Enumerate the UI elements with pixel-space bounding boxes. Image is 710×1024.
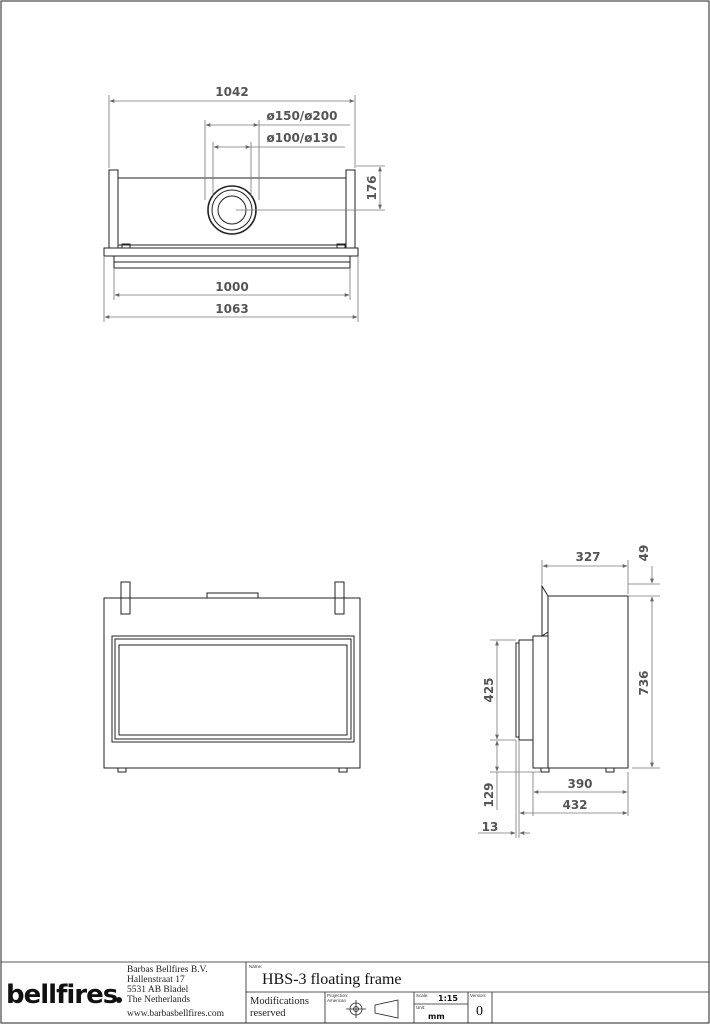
dim-176: 176: [365, 175, 379, 200]
projection-label: Projection:: [327, 993, 348, 998]
name-label: Name:: [249, 964, 262, 969]
dim-1063: 1063: [215, 302, 248, 316]
company-line-5: www.barbasbellfires.com: [127, 1008, 225, 1019]
title-block-text: bellfires Barbas Bellfires B.V. Hallenst…: [6, 964, 486, 1021]
scale-label: Scale:: [416, 993, 429, 998]
modifications-line-1: Modifications: [250, 996, 309, 1007]
front-glass: [118, 644, 348, 736]
dim-1000: 1000: [215, 280, 248, 294]
logo-dot: [116, 997, 122, 1003]
dim-flue-inner: ø100/ø130: [267, 131, 338, 145]
product-name: HBS-3 floating frame: [262, 971, 402, 988]
scale-value: 1:15: [438, 994, 458, 1003]
side-glass-frame: [518, 639, 534, 741]
side-view-dimensions: [478, 560, 660, 838]
version-label: Version:: [470, 993, 486, 998]
version-value: 0: [476, 1004, 483, 1019]
top-view-front-frame: [103, 247, 359, 257]
top-view-right-bracket: [345, 169, 356, 249]
company-line-4: The Netherlands: [127, 995, 190, 1005]
front-frame-outer: [111, 635, 355, 743]
dim-390: 390: [567, 777, 592, 791]
company-line-2: Hallenstraat 17: [127, 975, 185, 985]
side-view: [515, 584, 629, 773]
dim-129: 129: [482, 782, 496, 807]
dim-13: 13: [482, 820, 499, 834]
dim-736: 736: [637, 670, 651, 695]
front-view: [103, 581, 361, 773]
unit-label: Unit:: [416, 1005, 425, 1010]
modifications-line-2: reserved: [250, 1008, 286, 1019]
dim-432: 432: [562, 798, 587, 812]
dim-flue-outer: ø150/ø200: [267, 109, 338, 123]
company-line-1: Barbas Bellfires B.V.: [127, 964, 208, 975]
side-view-dimension-labels: 327 49 736 425 129 13 390 432: [482, 545, 651, 834]
title-block: [1, 961, 709, 1023]
top-view-dimensions: [103, 95, 385, 322]
unit-value: mm: [428, 1012, 445, 1021]
dim-49: 49: [637, 545, 651, 562]
bellfires-logo: bellfires: [6, 980, 118, 1010]
dim-425: 425: [482, 677, 496, 702]
dim-1042: 1042: [215, 85, 248, 99]
dim-327: 327: [575, 550, 600, 564]
company-line-3: 5531 AB Bladel: [127, 985, 189, 995]
top-view: [103, 169, 359, 269]
projection-type: American: [327, 998, 347, 1003]
front-frame-mid: [114, 638, 352, 740]
top-view-dimension-labels: 1042 ø150/ø200 ø100/ø130 176 1000 1063: [215, 85, 379, 316]
front-view-body: [103, 597, 361, 769]
top-view-left-bracket: [108, 169, 119, 249]
side-view-body: [547, 595, 629, 769]
